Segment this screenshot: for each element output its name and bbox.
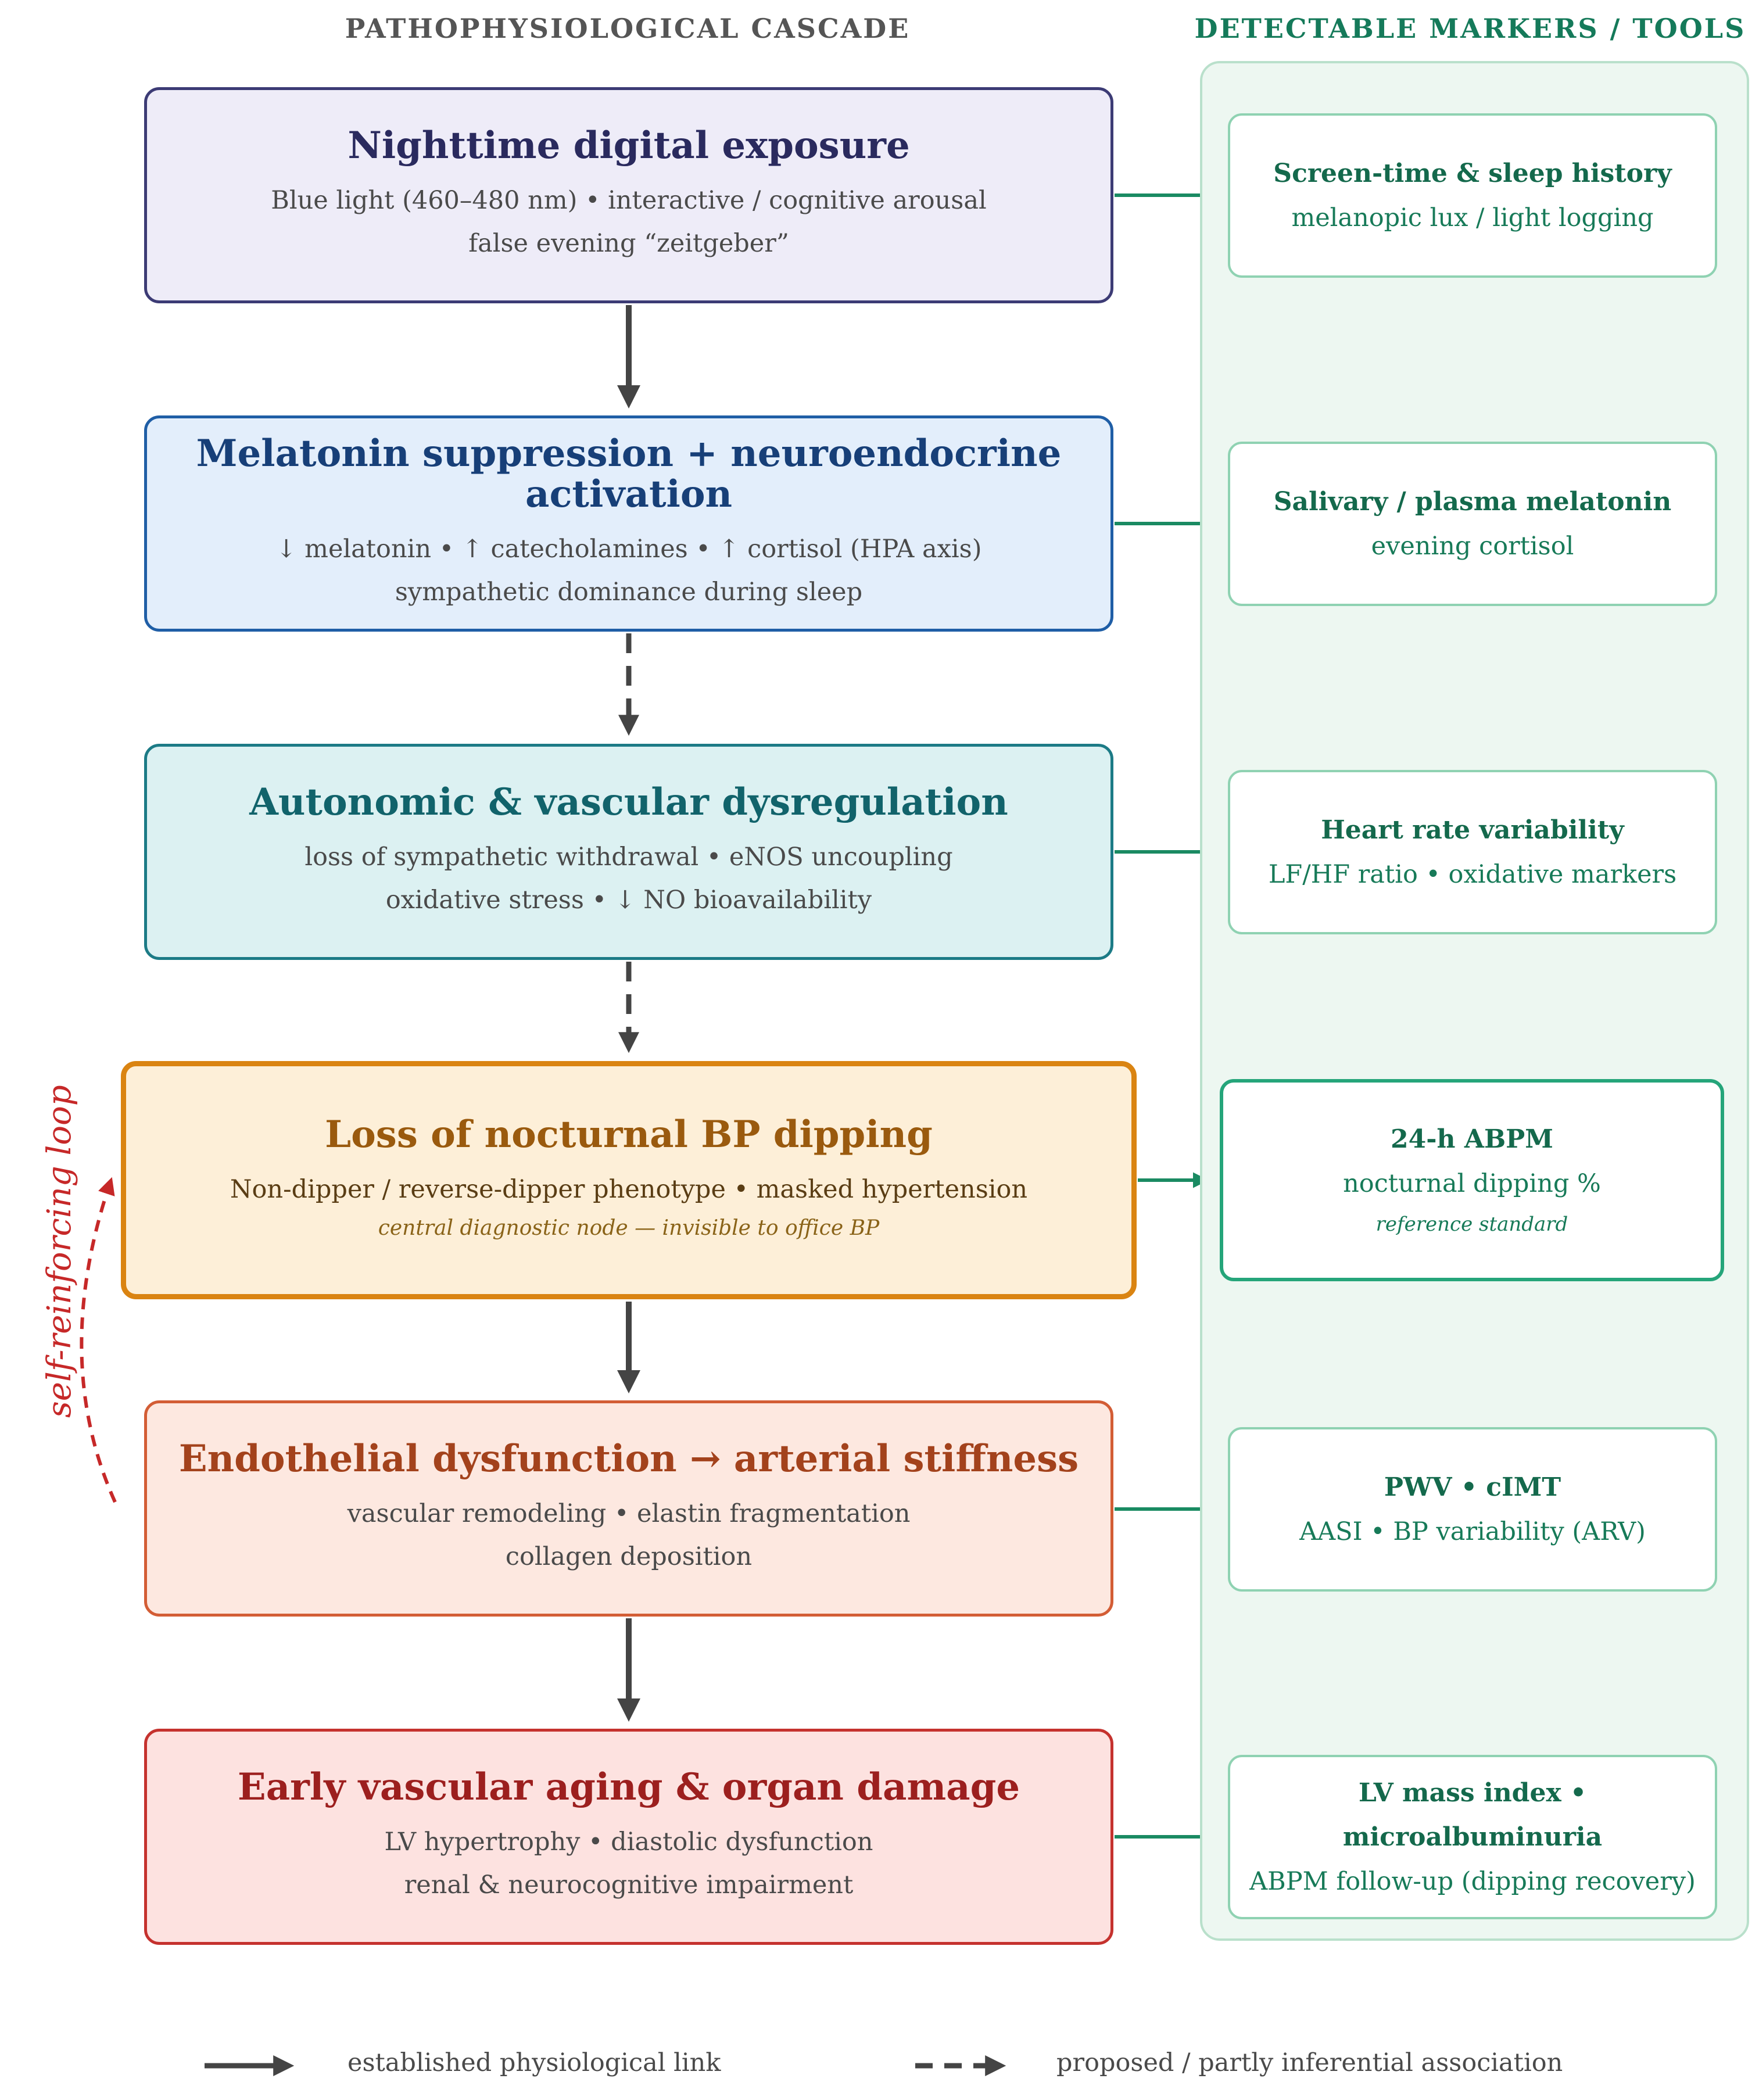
node-detail: oxidative stress • ↓ NO bioavailability xyxy=(385,886,872,915)
node-melatonin-suppression: Melatonin suppression + neuroendocrine a… xyxy=(144,415,1113,632)
marker-title: Heart rate variability xyxy=(1321,815,1624,845)
node-title: Autonomic & vascular dysregulation xyxy=(249,780,1008,824)
node-detail: Blue light (460–480 nm) • interactive / … xyxy=(271,186,987,216)
legend-dashed-label: proposed / partly inferential associatio… xyxy=(1056,2048,1563,2077)
markers-column-title: DETECTABLE MARKERS / TOOLS xyxy=(1194,13,1746,44)
node-vascular-aging: Early vascular aging & organ damage LV h… xyxy=(144,1729,1113,1945)
node-detail: collagen deposition xyxy=(505,1542,753,1572)
marker-screen-time: Screen-time & sleep history melanopic lu… xyxy=(1228,113,1717,278)
node-title: Loss of nocturnal BP dipping xyxy=(325,1112,933,1156)
node-autonomic-dysregulation: Autonomic & vascular dysregulation loss … xyxy=(144,744,1113,960)
node-title: Melatonin suppression + neuroendocrine a… xyxy=(196,431,1062,516)
marker-detail: ABPM follow-up (dipping recovery) xyxy=(1249,1866,1696,1896)
marker-title: 24-h ABPM xyxy=(1391,1124,1553,1154)
marker-pwv: PWV • cIMT AASI • BP variability (ARV) xyxy=(1228,1427,1717,1592)
marker-title: PWV • cIMT xyxy=(1384,1472,1561,1502)
node-detail: sympathetic dominance during sleep xyxy=(395,578,863,607)
cascade-column-title: PATHOPHYSIOLOGICAL CASCADE xyxy=(345,13,911,44)
node-note: central diagnostic node — invisible to o… xyxy=(378,1216,880,1241)
marker-detail: melanopic lux / light logging xyxy=(1291,203,1654,232)
node-title: Nighttime digital exposure xyxy=(347,123,910,167)
marker-title: Salivary / plasma melatonin xyxy=(1273,486,1672,517)
node-endothelial-dysfunction: Endothelial dysfunction → arterial stiff… xyxy=(144,1400,1113,1617)
marker-hrv: Heart rate variability LF/HF ratio • oxi… xyxy=(1228,770,1717,934)
node-detail: vascular remodeling • elastin fragmentat… xyxy=(347,1499,911,1529)
node-detail: ↓ melatonin • ↑ catecholamines • ↑ corti… xyxy=(275,535,982,564)
node-nighttime-exposure: Nighttime digital exposure Blue light (4… xyxy=(144,87,1113,303)
marker-detail: evening cortisol xyxy=(1371,531,1574,561)
marker-title: Screen-time & sleep history xyxy=(1273,158,1672,188)
node-title: Early vascular aging & organ damage xyxy=(237,1765,1020,1809)
legend-solid-label: established physiological link xyxy=(347,2048,721,2077)
node-detail: renal & neurocognitive impairment xyxy=(404,1870,854,1900)
marker-title: LV mass index • microalbuminuria xyxy=(1342,1778,1603,1852)
node-detail: false evening “zeitgeber” xyxy=(468,229,789,259)
marker-melatonin: Salivary / plasma melatonin evening cort… xyxy=(1228,442,1717,606)
node-detail: loss of sympathetic withdrawal • eNOS un… xyxy=(304,843,953,872)
node-detail: LV hypertrophy • diastolic dysfunction xyxy=(384,1827,873,1857)
marker-detail: LF/HF ratio • oxidative markers xyxy=(1268,859,1677,889)
loop-arrow xyxy=(80,1177,117,1503)
marker-abpm: 24-h ABPM nocturnal dipping % reference … xyxy=(1220,1079,1724,1281)
loop-label: self-reinforcing loop xyxy=(41,1085,78,1418)
markers-panel xyxy=(1200,61,1749,1941)
node-loss-of-dipping: Loss of nocturnal BP dipping Non-dipper … xyxy=(121,1061,1137,1299)
marker-detail: nocturnal dipping % xyxy=(1343,1169,1601,1198)
marker-lv-mass: LV mass index • microalbuminuria ABPM fo… xyxy=(1228,1755,1717,1919)
marker-note: reference standard xyxy=(1375,1213,1568,1236)
node-detail: Non-dipper / reverse-dipper phenotype • … xyxy=(230,1175,1028,1205)
marker-detail: AASI • BP variability (ARV) xyxy=(1299,1517,1646,1546)
node-title: Endothelial dysfunction → arterial stiff… xyxy=(178,1436,1079,1481)
